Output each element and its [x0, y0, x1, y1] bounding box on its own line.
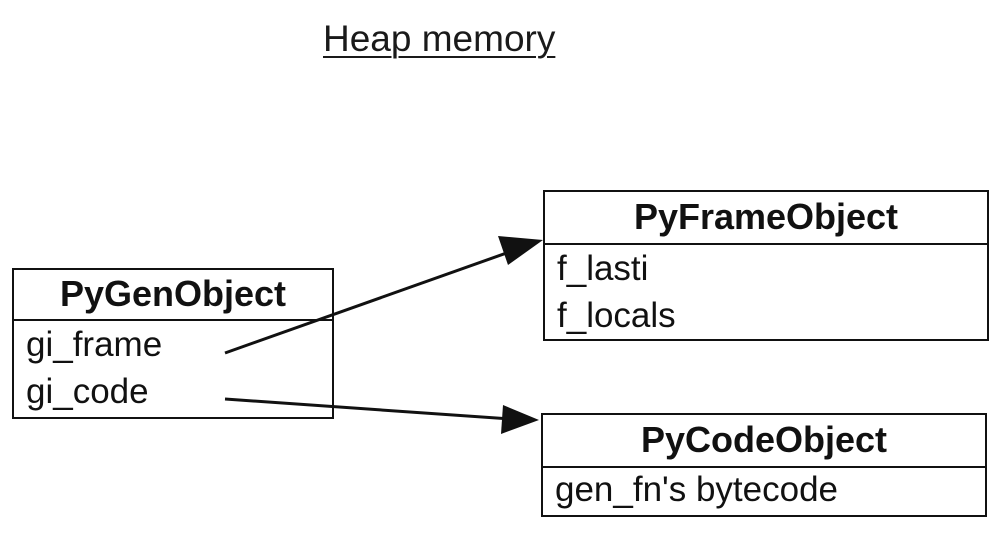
- pygenobject-box: PyGenObject gi_frame gi_code: [12, 268, 334, 419]
- field-gi-frame: gi_frame: [26, 325, 163, 364]
- diagram-title: Heap memory: [323, 18, 556, 59]
- pycodeobject-header: PyCodeObject: [543, 415, 985, 468]
- field-gi-code: gi_code: [26, 372, 149, 411]
- arrowhead-code-icon: [501, 405, 539, 434]
- arrow-gi-frame-to-pyframeobject: [224, 248, 516, 355]
- pyframeobject-box: PyFrameObject f_lasti f_locals: [543, 190, 989, 341]
- arrowhead-frame-icon: [498, 236, 543, 265]
- arrow-gi-code-to-pycodeobject: [224, 397, 511, 421]
- field-f-lasti: f_lasti: [557, 249, 649, 288]
- pyframeobject-header: PyFrameObject: [545, 192, 987, 245]
- pygenobject-header: PyGenObject: [14, 270, 332, 321]
- field-f-locals: f_locals: [557, 296, 676, 335]
- field-bytecode: gen_fn's bytecode: [555, 470, 839, 509]
- pycodeobject-box: PyCodeObject gen_fn's bytecode: [541, 413, 987, 517]
